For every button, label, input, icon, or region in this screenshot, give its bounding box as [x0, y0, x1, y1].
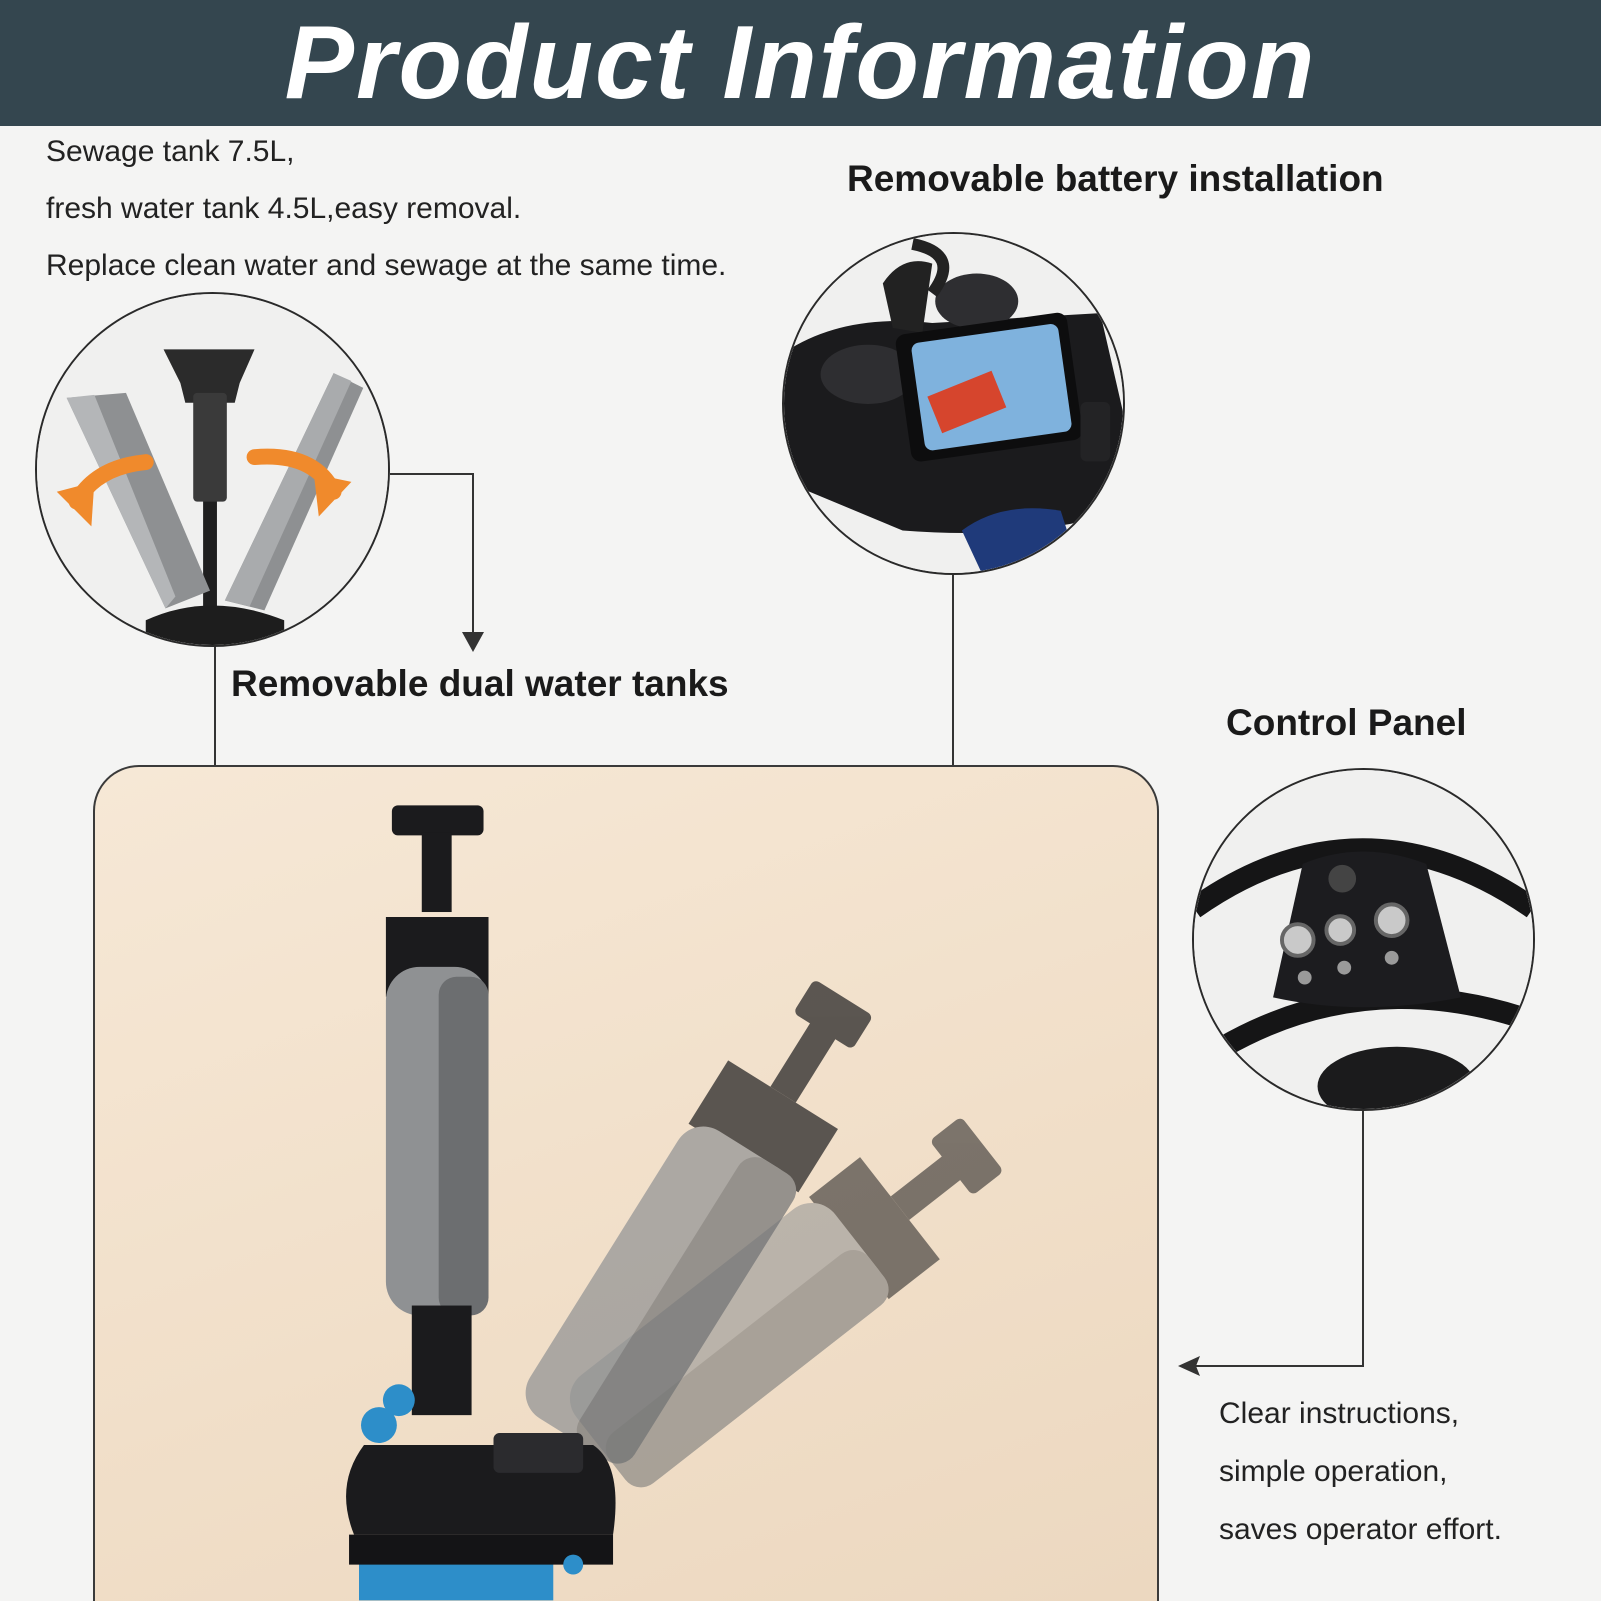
control-desc-line-2: simple operation, [1219, 1455, 1448, 1488]
tanks-desc-line-1: Sewage tank 7.5L, [46, 135, 295, 168]
connector-arrow-icon [462, 632, 484, 652]
connector-arrow-icon [1178, 1356, 1200, 1376]
control-desc-line-3: saves operator effort. [1219, 1513, 1502, 1546]
control-panel-closeup [1192, 768, 1535, 1111]
dual-tanks-closeup [35, 292, 390, 647]
control-desc-line-1: Clear instructions, [1219, 1397, 1460, 1430]
dual-tanks-label: Removable dual water tanks [231, 663, 729, 704]
page-title: Product Information [284, 5, 1317, 121]
tanks-desc-line-2: fresh water tank 4.5L,easy removal. [46, 192, 522, 225]
title-banner: Product Information [0, 0, 1601, 126]
tanks-desc-line-3: Replace clean water and sewage at the sa… [46, 249, 727, 282]
rotate-arrow-icon [246, 448, 352, 517]
control-panel-label: Control Panel [1226, 702, 1467, 743]
floor-scrubber-illustration [346, 805, 1002, 1601]
battery-closeup [782, 232, 1125, 575]
battery-label: Removable battery installation [847, 158, 1384, 199]
rotate-arrow-icon [56, 454, 154, 527]
main-product-stage [93, 765, 1159, 1601]
